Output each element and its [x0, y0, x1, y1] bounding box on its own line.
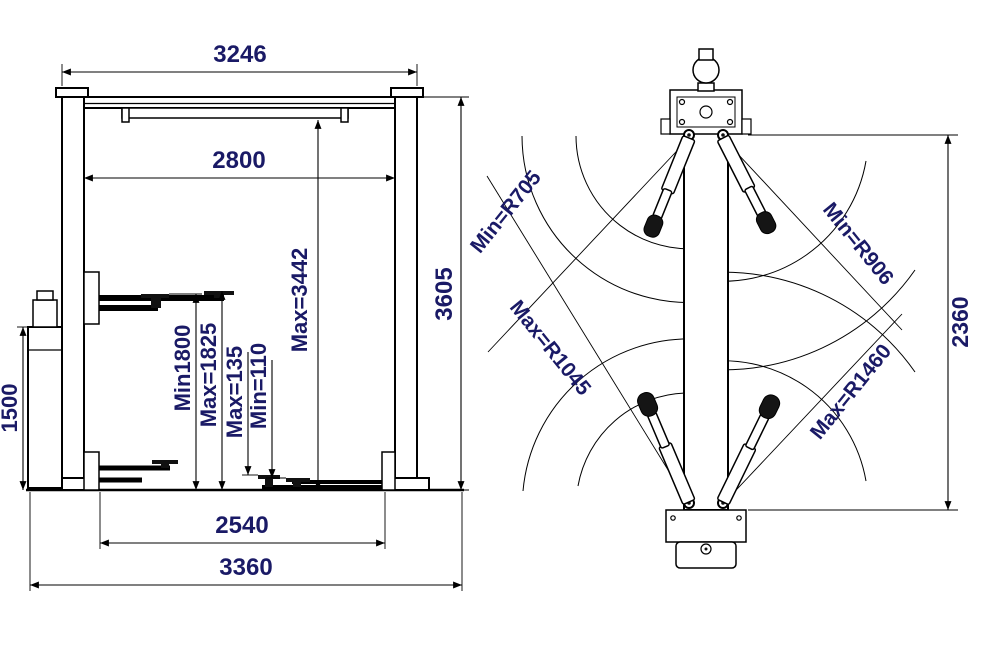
- dim-base-span-label: 2540: [215, 512, 268, 539]
- lift-column-plan: [683, 131, 729, 511]
- arc-rear-max-bottom: [702, 271, 916, 373]
- arc-front-max-bottom: [522, 338, 696, 492]
- arc-rear-max-top: [702, 269, 916, 371]
- arm-top-left: [643, 135, 696, 238]
- dim-overall-width-label: 3360: [219, 554, 272, 581]
- carriage-mid: [83, 271, 100, 325]
- raised-pad-short-stem: [151, 298, 161, 308]
- dim-top-width-label: 3246: [213, 41, 266, 68]
- arc-rear-min-bottom: [697, 360, 867, 482]
- track-end-right: [340, 107, 349, 123]
- leader-rear-max: [722, 313, 903, 505]
- power-unit-motor: [32, 299, 58, 328]
- leader-front-max: [487, 137, 690, 353]
- pivot-dot: [721, 133, 725, 137]
- leader-front-min: [486, 175, 690, 505]
- plan-view: Min=R705 Min=R906 Max=R1045 Max=R1460 23…: [466, 48, 973, 569]
- dim-overall-width: 3360: [29, 492, 463, 591]
- left-post-cap: [55, 87, 89, 98]
- bolt: [726, 118, 734, 126]
- top-assembly: [660, 48, 752, 135]
- lowered-arms-assembly: [83, 451, 396, 491]
- bolt: [736, 515, 742, 521]
- low-pad-min-ref: [286, 478, 310, 482]
- raised-pad-long: [204, 291, 234, 295]
- motor-cap: [698, 48, 714, 61]
- dim-low-pad-min-label: Min=110: [246, 343, 271, 429]
- power-unit-motor-cap: [36, 290, 54, 301]
- base-extension-plan: [675, 541, 737, 569]
- power-unit-box: [27, 326, 63, 489]
- bolt: [678, 98, 686, 106]
- radius-leader-lines: [486, 137, 903, 505]
- dim-lift-max: Max=1825: [196, 291, 226, 490]
- dim-low-pad-max: Max=135: [222, 346, 258, 476]
- front-elevation-view: 3246 2800 3605 Max=3442 Min1800 Ma: [0, 41, 469, 591]
- right-post-cap: [390, 87, 424, 98]
- bolt: [678, 118, 686, 126]
- side-tab-left: [660, 118, 671, 135]
- dim-power-unit-height-label: 1500: [0, 384, 22, 433]
- arm-sweep-arcs: [521, 135, 916, 492]
- pivot-dot: [687, 133, 691, 137]
- low-pad-max-stem: [265, 479, 273, 487]
- carriage-low-right: [381, 451, 396, 491]
- dim-rear-arm-max-label: Max=R1460: [806, 340, 896, 444]
- gearbox-shaft: [699, 105, 713, 119]
- low-pad-left: [152, 460, 178, 464]
- arc-front-min-bottom: [577, 392, 686, 487]
- leader-rear-min: [722, 137, 903, 331]
- overhead-track: [121, 107, 349, 119]
- dim-overall-depth-label: 2360: [947, 296, 973, 347]
- base-plate-plan: [665, 509, 747, 543]
- bolt: [726, 98, 734, 106]
- dim-front-arm-max-label: Max=R1045: [505, 296, 595, 400]
- dim-total-height-label: 3605: [431, 267, 458, 320]
- right-post: [394, 96, 418, 479]
- arm-pad: [755, 211, 777, 235]
- dim-inner-width: 2800: [84, 147, 395, 182]
- dim-low-pad-min: Min=110: [246, 343, 286, 479]
- dim-carriage-max: Max=3442: [287, 120, 322, 490]
- gearbox-plate-inner: [676, 96, 736, 128]
- dim-lift-max-label: Max=1825: [196, 323, 221, 428]
- dim-rear-arm-min-label: Min=R906: [818, 198, 898, 289]
- motor-body: [692, 56, 720, 84]
- dim-power-unit-height: 1500: [0, 326, 28, 490]
- arm-pad: [637, 392, 659, 417]
- bottom-assembly: [665, 509, 747, 569]
- raised-pad-short: [141, 294, 169, 298]
- arm-bottom-right: [717, 394, 781, 505]
- arm-bottom-left: [637, 392, 696, 505]
- carriage-low-left: [83, 451, 100, 491]
- side-tab-right: [741, 118, 752, 135]
- anchor-dot: [704, 547, 708, 551]
- dim-lift-min-label: Min1800: [170, 325, 195, 412]
- motor-neck: [697, 82, 715, 92]
- dim-overall-depth: 2360: [748, 134, 973, 511]
- dim-low-pad-max-label: Max=135: [222, 346, 247, 438]
- arm-pad: [643, 214, 664, 238]
- dim-carriage-max-label: Max=3442: [287, 248, 312, 353]
- top-beam: [83, 96, 396, 109]
- arm-top-right: [717, 134, 777, 235]
- dim-top-width: 3246: [61, 41, 418, 86]
- power-unit: [27, 290, 63, 489]
- arm-pad: [758, 394, 781, 420]
- bolt: [670, 515, 676, 521]
- dim-inner-width-label: 2800: [212, 147, 265, 174]
- dim-front-arm-min-label: Min=R705: [466, 166, 546, 257]
- arc-front-max-top: [521, 135, 719, 304]
- arc-rear-min-top: [697, 160, 867, 282]
- dim-total-height: 3605: [419, 96, 469, 491]
- left-post: [61, 96, 85, 479]
- raised-carriage-assembly: [83, 271, 234, 325]
- low-pad-min-stem: [293, 482, 301, 487]
- dim-lift-min: Min1800: [169, 293, 202, 490]
- track-end-left: [121, 107, 130, 123]
- low-pad-left-stem: [161, 464, 169, 468]
- dim-base-span: 2540: [99, 492, 386, 549]
